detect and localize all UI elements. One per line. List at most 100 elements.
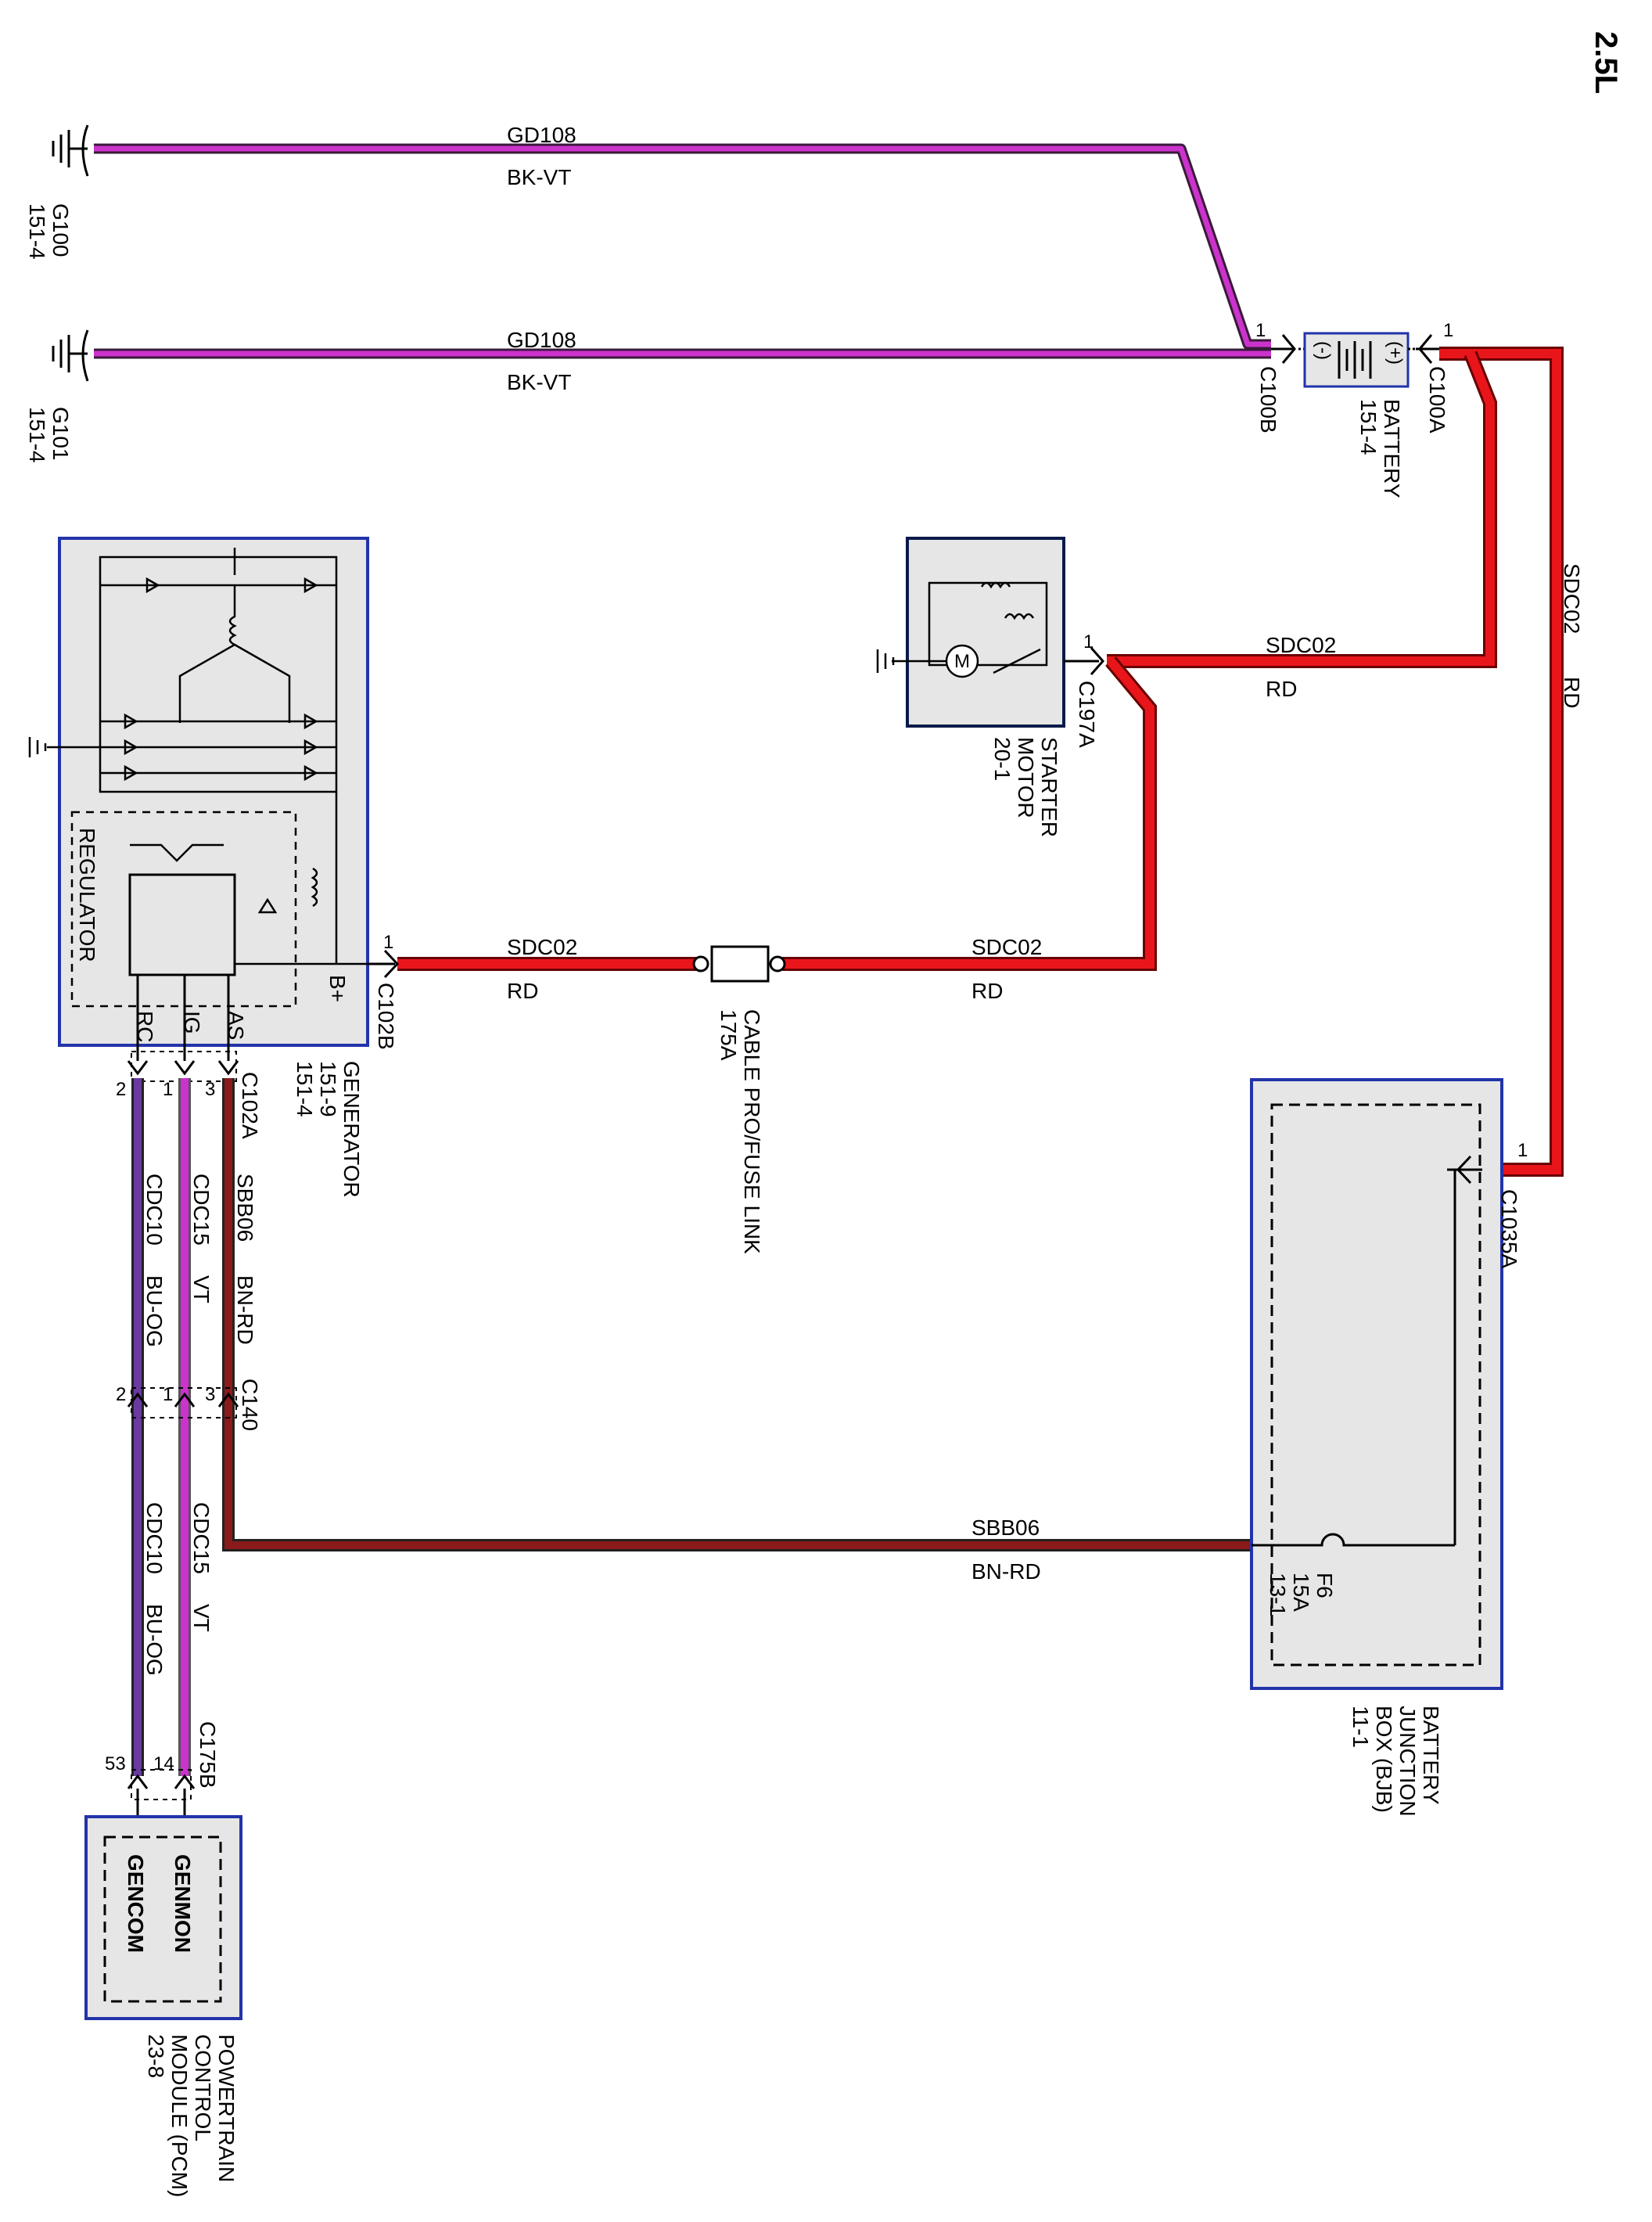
regulator-label: REGULATOR [75, 828, 99, 962]
g100-name: G100 [48, 203, 73, 257]
wire-label-sdc02-fuse-circuit: SDC02 [971, 935, 1042, 959]
bjb-inner [1270, 1103, 1481, 1666]
wire-label-cdc15-2-circuit: CDC15 [189, 1502, 214, 1574]
pin-c140-ig: 1 [163, 1384, 173, 1405]
pin-c102a-as: 3 [205, 1079, 215, 1100]
g101-name: G101 [48, 407, 73, 461]
wire-label-gd108-top-circuit: GD108 [507, 123, 576, 147]
connector-c1035a: C1035A [1497, 1189, 1521, 1269]
battery-ref: 151-4 [1356, 399, 1381, 455]
wire-sdc02-starter [1107, 351, 1497, 668]
connector-c100a-icon [1408, 334, 1439, 364]
wire-sdc02-vertical [1439, 347, 1564, 1177]
g100-ref: 151-4 [25, 203, 49, 260]
pcm-body [84, 1815, 242, 2020]
wire-label-cdc10-1-circuit: CDC10 [142, 1174, 167, 1246]
wire-label-sdc02-fuse-color: RD [971, 979, 1003, 1003]
starter-motor-internals-icon: M [876, 581, 1048, 678]
wire-label-sdc02-starter-color: RD [1266, 677, 1297, 701]
connector-c102b: C102B [374, 983, 398, 1050]
wire-label-gd108-top-color: BK-VT [507, 165, 571, 189]
starter-ref: 20-1 [990, 737, 1015, 781]
pcm-name-1: POWERTRAIN [214, 2034, 239, 2182]
pcm-pin-genmon: GENMON [171, 1854, 195, 1953]
wire-label-sdc02-vertical-color: RD [1560, 677, 1584, 708]
pin-c140-rc: 2 [116, 1384, 126, 1405]
pcm-ref: 23-8 [144, 2034, 168, 2078]
generator-bplus: B+ [325, 975, 350, 1002]
wire-label-sbb06-gen-color: BN-RD [233, 1275, 257, 1345]
battery-plus: (+) [1384, 341, 1406, 365]
engine-label: 2.5L [1589, 31, 1623, 94]
connector-c140-icon [127, 1387, 239, 1418]
pcm-name-3: MODULE (PCM) [167, 2034, 192, 2197]
connector-c100a: C100A [1425, 366, 1449, 433]
wire-label-cdc10-2-circuit: CDC10 [142, 1502, 167, 1574]
wire-label-sdc02-gen-color: RD [507, 979, 538, 1003]
wire-label-gd108-bottom-color: BK-VT [507, 370, 571, 394]
pcm-pin-gencom: GENCOM [124, 1854, 148, 1953]
generator-ref-1: 151-9 [316, 1061, 340, 1117]
pcm-inner [103, 1835, 222, 2003]
wire-label-cdc15-1-color: VT [189, 1275, 214, 1303]
connector-c175b: C175B [196, 1721, 220, 1789]
bjb-name-2: JUNCTION [1395, 1706, 1420, 1817]
battery-body [1303, 332, 1410, 388]
wire-label-gd108-bottom-circuit: GD108 [507, 328, 576, 352]
connector-c197a: C197A [1075, 681, 1099, 748]
wire-label-cdc15-1-circuit: CDC15 [189, 1174, 214, 1246]
wire-gd108-top [94, 143, 1271, 350]
wire-sdc02-fuse [782, 656, 1157, 971]
connector-c175b-icon [127, 1769, 196, 1823]
pin-c197a: 1 [1083, 631, 1094, 653]
pin-c175b-genmon: 14 [153, 1753, 174, 1774]
wire-label-sdc02-starter-circuit: SDC02 [1266, 633, 1336, 657]
wire-sbb06 [222, 1078, 1252, 1551]
fuse-link-name: CABLE PRO/FUSE LINK [740, 1009, 764, 1254]
generator-name: GENERATOR [339, 1061, 364, 1198]
bjb-fuse-ref: 13-1 [1266, 1573, 1290, 1616]
ground-g101-icon [52, 329, 89, 382]
wire-label-sbb06-bjb-color: BN-RD [971, 1559, 1041, 1584]
pin-c1035a: 1 [1517, 1140, 1528, 1161]
battery-name: BATTERY [1380, 399, 1404, 498]
battery-cells-icon [1338, 341, 1372, 379]
connector-c140: C140 [238, 1379, 262, 1431]
pin-c102b: 1 [383, 932, 393, 953]
pin-c102a-ig: 1 [163, 1079, 173, 1100]
fuse-link-icon [692, 945, 786, 983]
g101-ref: 151-4 [25, 407, 49, 463]
wire-label-sdc02-vertical-circuit: SDC02 [1560, 563, 1584, 634]
wire-label-sbb06-bjb-circuit: SBB06 [971, 1515, 1040, 1540]
connector-c197a-icon [1064, 647, 1105, 675]
bjb-fuse: F6 [1313, 1573, 1337, 1598]
connector-c100b: C100B [1256, 366, 1280, 433]
starter-name-1: STARTER [1037, 737, 1061, 837]
wire-label-cdc15-2-color: VT [189, 1604, 214, 1632]
connector-c100b-icon [1271, 334, 1305, 364]
bjb-name-3: BOX (BJB) [1372, 1706, 1396, 1813]
fuse-link-rating: 175A [716, 1009, 741, 1061]
bjb-ref: 11-1 [1349, 1706, 1373, 1748]
pin-c100b: 1 [1255, 320, 1266, 341]
starter-name-2: MOTOR [1014, 737, 1038, 818]
bjb-fuse-rating: 15A [1289, 1573, 1313, 1612]
pin-c175b-gencom: 53 [105, 1753, 126, 1774]
connector-c102a: C102A [238, 1072, 262, 1139]
ground-g100-icon [52, 124, 89, 177]
wire-label-sbb06-gen-circuit: SBB06 [233, 1174, 257, 1242]
battery-minus: (-) [1313, 341, 1334, 360]
pin-c102a-rc: 2 [116, 1079, 126, 1100]
connector-c102a-icon [127, 1051, 239, 1082]
pin-c140-as: 3 [205, 1384, 215, 1405]
bjb-name-1: BATTERY [1419, 1706, 1443, 1805]
generator-ref-2: 151-4 [293, 1061, 317, 1117]
gen-pin-leads [136, 975, 230, 1061]
wire-label-sdc02-gen-circuit: SDC02 [507, 935, 577, 959]
starter-motor-body [906, 537, 1065, 728]
pin-c100a: 1 [1443, 320, 1453, 341]
bjb-body [1250, 1078, 1503, 1690]
generator-internals-icon [28, 548, 368, 1008]
connector-c102b-icon [368, 949, 400, 979]
